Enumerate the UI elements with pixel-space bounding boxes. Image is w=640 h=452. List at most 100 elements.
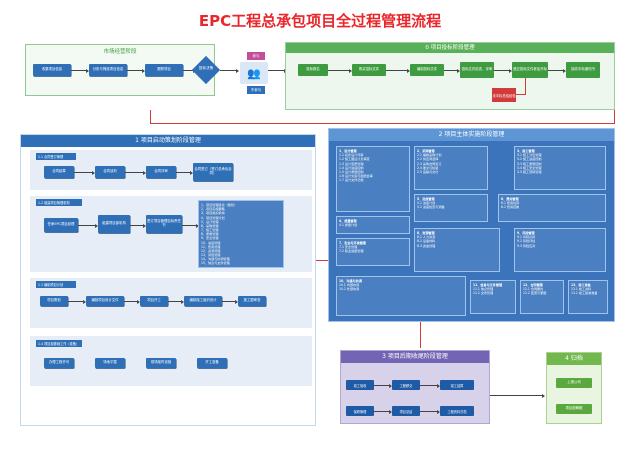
impl-box-construction: 3、施工管理 3.1 施工分包管理 3.2 施工进度控制 3.3 施工质量控制 … bbox=[514, 146, 606, 190]
s2-step-2: 组建项目部机构 bbox=[98, 215, 130, 233]
arrow bbox=[74, 170, 95, 175]
closing-stage-title: 3 项目后期收尾阶段管理 bbox=[341, 351, 489, 363]
market-stage-title: 市场经营阶段 bbox=[103, 49, 137, 55]
impl-box-line: 9.2 风险评估 bbox=[517, 239, 536, 244]
impl-box-line: 11.1 信息管理 bbox=[473, 287, 494, 292]
impl-box-risk: 9、风险管理 9.1 风险识别 9.2 风险评估 9.3 风险应对 bbox=[514, 228, 606, 272]
s1-step-3: 合同评审 bbox=[146, 166, 176, 178]
market-step-2: 分析与筛选项目信息 bbox=[89, 64, 127, 76]
decision-yes: 参与 bbox=[247, 52, 265, 60]
impl-box-line: 5.1 进度计划 bbox=[417, 201, 436, 206]
impl-box-line: 9.3 风险应对 bbox=[517, 243, 536, 248]
impl-box-line: 12.1 合同履约 bbox=[523, 287, 544, 292]
archive-step-1: 上报公司 bbox=[556, 378, 592, 388]
s2-list-item: 9、安全管理 bbox=[201, 236, 219, 241]
impl-box-line: 13.1 竣工资料 bbox=[571, 287, 592, 292]
bid-step-3: 编制投标文件 bbox=[410, 64, 444, 76]
bid-step-2: 购买招标文件 bbox=[352, 64, 386, 76]
s1-step-1: 合同起草 bbox=[44, 166, 74, 178]
impl-box-head: 4、质量管理 bbox=[339, 219, 357, 223]
impl-box-line: 3.3 施工质量控制 bbox=[517, 161, 542, 166]
s3-step-2: 编制项目设计文件 bbox=[86, 296, 124, 306]
s4-step-4: 开工准备 bbox=[197, 358, 227, 368]
impl-box-line: 2.3 采购合同签订 bbox=[417, 161, 442, 166]
impl-box-head: 5、进度管理 bbox=[417, 197, 435, 201]
s2-list-item: 4、项目管理计划 bbox=[201, 215, 225, 220]
closing-step-3: 竣工结算 bbox=[440, 380, 474, 390]
impl-box-procurement: 2、采购管理 2.1 编制采购计划 2.2 供应商选择 2.3 采购合同签订 2… bbox=[414, 146, 488, 190]
impl-box-line: 6.2 费用控制 bbox=[501, 205, 520, 210]
s2-step-3: 签订项目管理目标责任书 bbox=[146, 215, 182, 233]
archive-stage-title: 4 归档 bbox=[547, 353, 601, 365]
impl-box-information: 11、信息与文件管理 11.1 信息管理 11.2 文件管理 bbox=[470, 280, 516, 314]
s2-list-item: 5、设计管理 bbox=[201, 219, 219, 224]
bid-lost-connector bbox=[516, 78, 526, 95]
impl-box-head: 6、费用管理 bbox=[501, 197, 519, 201]
decision-label: 投标决策 bbox=[198, 66, 214, 70]
arrow bbox=[420, 409, 440, 414]
arrow bbox=[268, 68, 287, 73]
arrow bbox=[444, 68, 460, 73]
bid-step-6: 接收中标通知书 bbox=[566, 62, 600, 78]
arrow bbox=[182, 223, 199, 228]
s2-list-item: 2、项目实施策略 bbox=[201, 207, 225, 212]
s2-list-item: 10、进度管理 bbox=[201, 240, 221, 245]
impl-box-line: 13.2 竣工验收准备 bbox=[571, 291, 598, 296]
impl-box-line: 11.2 文件管理 bbox=[473, 291, 494, 296]
arrow bbox=[71, 68, 89, 73]
impl-box-head: 10、沟通与协调 bbox=[339, 279, 362, 283]
closing-step-2: 工程移交 bbox=[392, 380, 420, 390]
s3-step-3: 项目开工 bbox=[140, 296, 168, 306]
section-1-2-label: 1.2 组建项目管理机构 bbox=[36, 199, 82, 206]
impl-box-communication: 10、沟通与协调 10.1 内部协调 10.2 外部协调 bbox=[336, 276, 466, 316]
impl-box-head: 7、安全与环境管理 bbox=[339, 241, 366, 245]
impl-stage-title: 2 项目主体实施阶段管理 bbox=[329, 129, 614, 141]
arrow bbox=[374, 409, 392, 414]
impl-box-head: 11、信息与文件管理 bbox=[473, 283, 503, 287]
impl-box-line: 2.2 供应商选择 bbox=[417, 157, 439, 162]
s2-list-item: 13、风险管理 bbox=[201, 253, 221, 258]
impl-box-line: 8.3 资金管理 bbox=[417, 243, 436, 248]
section-1-1-label: 1.1 合同签订管理 bbox=[36, 153, 76, 160]
s2-list-item: 6、采购管理 bbox=[201, 223, 219, 228]
impl-box-contract: 12、合同管理 12.1 合同履约 12.2 变更与索赔 bbox=[520, 280, 564, 314]
s1-step-4: 合同签订（签订总承包合同） bbox=[193, 163, 233, 181]
s2-list-item: 1、项目管理目标（规划） bbox=[201, 203, 237, 207]
arrow bbox=[386, 68, 410, 73]
bid-step-1: 投标报名 bbox=[298, 64, 328, 76]
bidding-stage-title: 0 项目投标阶段管理 bbox=[286, 43, 614, 53]
bid-lost-box: 未中标总结经验 bbox=[492, 88, 516, 102]
decision-no: 不参与 bbox=[247, 86, 265, 94]
impl-box-line: 1.1 初步设计评审 bbox=[339, 153, 364, 158]
s2-list-item: 15、信息与文件管理 bbox=[201, 261, 230, 266]
page-title: EPC工程总承包项目全过程管理流程 bbox=[198, 12, 442, 30]
closing-step-1: 竣工验收 bbox=[346, 380, 374, 390]
impl-box-line: 5.2 进度检查与调整 bbox=[417, 205, 445, 210]
arrow bbox=[548, 68, 566, 73]
impl-box-line: 3.2 施工进度控制 bbox=[517, 157, 542, 162]
s2-list-item: 14、沟通与协调管理 bbox=[201, 257, 230, 262]
impl-box-line: 9.1 风险识别 bbox=[517, 235, 536, 240]
impl-box-line: 2.1 编制采购计划 bbox=[417, 153, 442, 158]
impl-box-head: 1、设计管理 bbox=[339, 149, 357, 153]
impl-box-head: 13、竣工准备 bbox=[571, 283, 591, 287]
impl-box-line: 6.1 费用估算 bbox=[501, 201, 520, 206]
impl-box-line: 2.4 催交与检验 bbox=[417, 165, 439, 170]
arrow bbox=[328, 68, 352, 73]
impl-box-line: 3.5 施工现场管理 bbox=[517, 169, 542, 174]
arrow bbox=[68, 299, 86, 304]
closing-step-5: 项目总结 bbox=[392, 406, 420, 416]
section-1-4-label: 1.4 项目部基础工作（准备） bbox=[36, 340, 82, 347]
connector-impl-to-closing bbox=[420, 322, 421, 348]
arrow bbox=[168, 299, 184, 304]
impl-box-line: 2.5 运输与交付 bbox=[417, 169, 439, 174]
archive-step-2: 项目部解散 bbox=[556, 404, 592, 414]
startup-stage-title: 1 项目启动策划阶段管理 bbox=[21, 135, 315, 147]
arrow bbox=[125, 170, 146, 175]
s2-plan-list: 1、项目管理目标（规划） 2、项目实施策略 3、项目组织机构 4、项目管理计划 … bbox=[198, 200, 284, 268]
impl-box-head: 2、采购管理 bbox=[417, 149, 435, 153]
arrow bbox=[130, 223, 146, 228]
s2-list-item: 8、质量管理 bbox=[201, 232, 219, 237]
impl-box-cost: 6、费用管理 6.1 费用估算 6.2 费用控制 bbox=[498, 194, 606, 222]
impl-box-line: 12.2 变更与索赔 bbox=[523, 291, 547, 296]
